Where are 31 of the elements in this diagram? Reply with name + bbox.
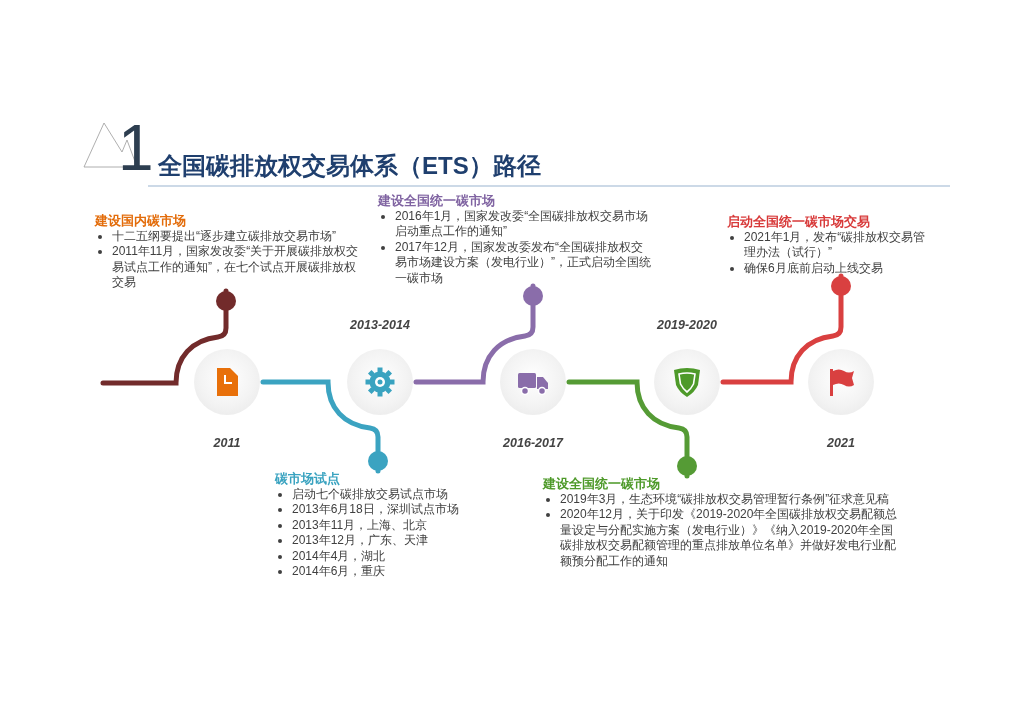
bullet-item: 2013年12月，广东、天津: [275, 533, 510, 549]
year-label: 2011: [213, 436, 241, 450]
section-heading: 启动全国统一碳市场交易: [727, 214, 870, 230]
year-label: 2016-2017: [503, 436, 563, 450]
connector-line: [720, 273, 851, 385]
section-heading: 建设国内碳市场: [95, 213, 186, 229]
connector-line: [413, 283, 543, 385]
bullet-item: 2017年12月，国家发改委发布“全国碳排放权交易市场建设方案（发电行业）”，正式启动全国统一碳市场: [378, 239, 652, 286]
bullet-item: 十二五纲要提出“逐步建立碳排放交易市场”: [95, 228, 365, 244]
section-heading: 建设全国统一碳市场: [543, 476, 660, 492]
year-label: 2021: [827, 436, 855, 450]
bullet-item: 2020年12月，关于印发《2019-2020年全国碳排放权交易配额总量设定与分配实施方案（发电行业）》《纳入2019-2020年全国碳排放权交易配额管理的重点排放单位名单》并做好发电行业配额预分配工作的通知: [543, 507, 903, 569]
bullet-item: 2016年1月，国家发改委“全国碳排放权交易市场启动重点工作的通知”: [378, 208, 652, 240]
section-number: 1: [118, 116, 154, 180]
connector-line: [566, 379, 697, 479]
bullet-item: 2013年6月18日，深圳试点市场: [275, 502, 510, 518]
section-heading: 建设全国统一碳市场: [378, 193, 495, 209]
bullet-item: 确保6月底前启动上线交易: [727, 260, 937, 276]
bullet-item: 启动七个碳排放交易试点市场: [275, 486, 510, 502]
section-heading: 碳市场试点: [275, 471, 340, 487]
bullet-item: 2014年4月，湖北: [275, 548, 510, 564]
bullet-item: 2014年6月，重庆: [275, 564, 510, 580]
bullet-item: 2013年11月，上海、北京: [275, 517, 510, 533]
connector-line: [260, 379, 388, 474]
year-label: 2013-2014: [350, 318, 410, 332]
bullet-item: 2019年3月，生态环境“碳排放权交易管理暂行条例”征求意见稿: [543, 491, 903, 507]
bullet-item: 2011年11月，国家发改委“关于开展碳排放权交易试点工作的通知”，在七个试点开展碳排放权交易: [95, 244, 365, 291]
connector-line: [100, 288, 236, 386]
bullet-item: 2021年1月，发布“碳排放权交易管理办法（试行）”: [727, 229, 937, 261]
title: 全国碳排放权交易体系（ETS）路径: [158, 152, 541, 180]
year-label: 2019-2020: [657, 318, 717, 332]
